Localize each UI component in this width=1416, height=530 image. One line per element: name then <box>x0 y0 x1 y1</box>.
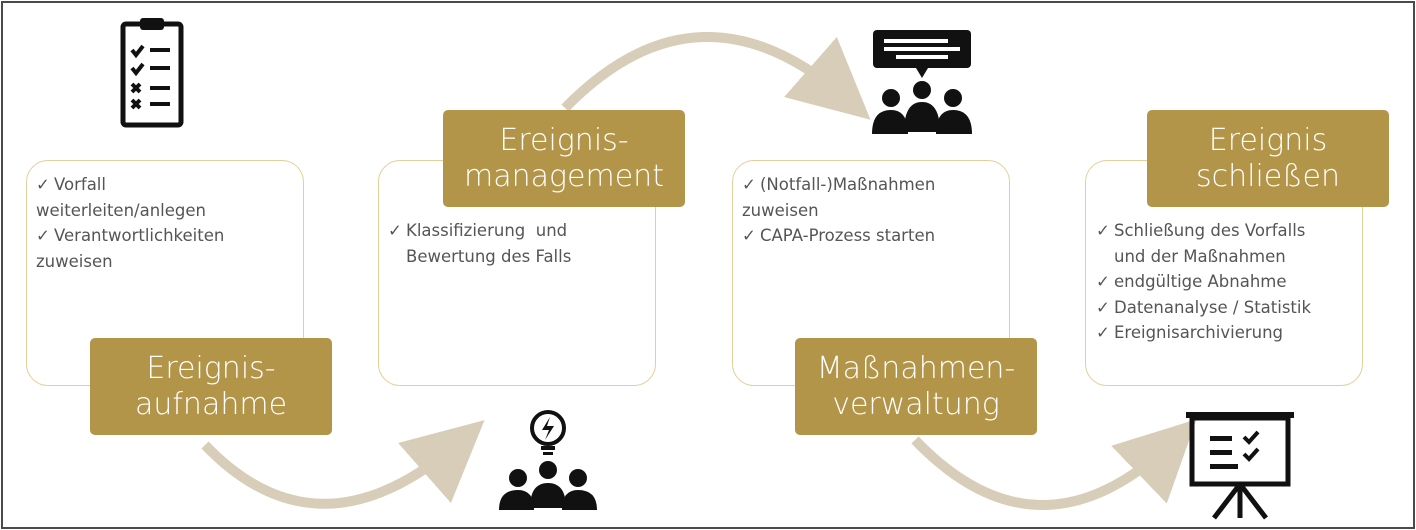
team-lightbulb-icon <box>499 410 597 510</box>
stage-items-schliessen: ✓ Schließung des Vorfalls und der Maßnah… <box>1096 218 1360 346</box>
check-icon: ✓ <box>1096 221 1110 240</box>
check-icon: ✓ <box>1096 297 1110 317</box>
list-item: ✓ Vorfall weiterleiten/anlegen <box>36 172 298 223</box>
check-icon: ✓ <box>1096 272 1110 292</box>
list-item: ✓ (Notfall-)Maßnahmen zuweisen <box>742 172 1004 223</box>
stage-label-schliessen: Ereignis schließen <box>1147 110 1389 207</box>
check-icon: ✓ <box>36 226 50 246</box>
stage-label-aufnahme: Ereignis- aufnahme <box>90 338 332 435</box>
list-item: ✓ Verantwortlichkeiten zuweisen <box>36 223 298 274</box>
arrow-verwaltung-to-schliessen <box>911 419 1197 510</box>
check-icon: ✓ <box>742 175 756 194</box>
stage-items-management: ✓ Klassifizierung und Bewertung des Fall… <box>388 218 650 269</box>
stage-label-management: Ereignis- management <box>443 110 685 207</box>
check-icon: ✓ <box>36 175 50 194</box>
stage-label-verwaltung: Maßnahmen- verwaltung <box>795 338 1037 435</box>
list-item: ✓ Schließung des Vorfalls und der Maßnah… <box>1096 218 1360 269</box>
list-item: ✓ CAPA-Prozess starten <box>742 223 1004 249</box>
stage-items-verwaltung: ✓ (Notfall-)Maßnahmen zuweisen ✓ CAPA-Pr… <box>742 172 1004 249</box>
check-icon: ✓ <box>388 221 402 240</box>
stage-items-aufnahme: ✓ Vorfall weiterleiten/anlegen ✓ Verantw… <box>36 172 298 274</box>
check-icon: ✓ <box>742 226 756 246</box>
team-speech-bubble-icon <box>872 30 972 134</box>
arrow-management-to-verwaltung <box>561 31 871 120</box>
check-icon: ✓ <box>1096 323 1110 343</box>
list-item: ✓ Datenanalyse / Statistik <box>1096 295 1360 321</box>
list-item: ✓ endgültige Abnahme <box>1096 269 1360 295</box>
arrow-aufnahme-to-management <box>201 420 485 509</box>
presentation-board-icon <box>1186 412 1294 520</box>
list-item: ✓ Ereignisarchivierung <box>1096 320 1360 346</box>
clipboard-checklist-icon <box>120 18 184 128</box>
list-item: ✓ Klassifizierung und Bewertung des Fall… <box>388 218 650 269</box>
